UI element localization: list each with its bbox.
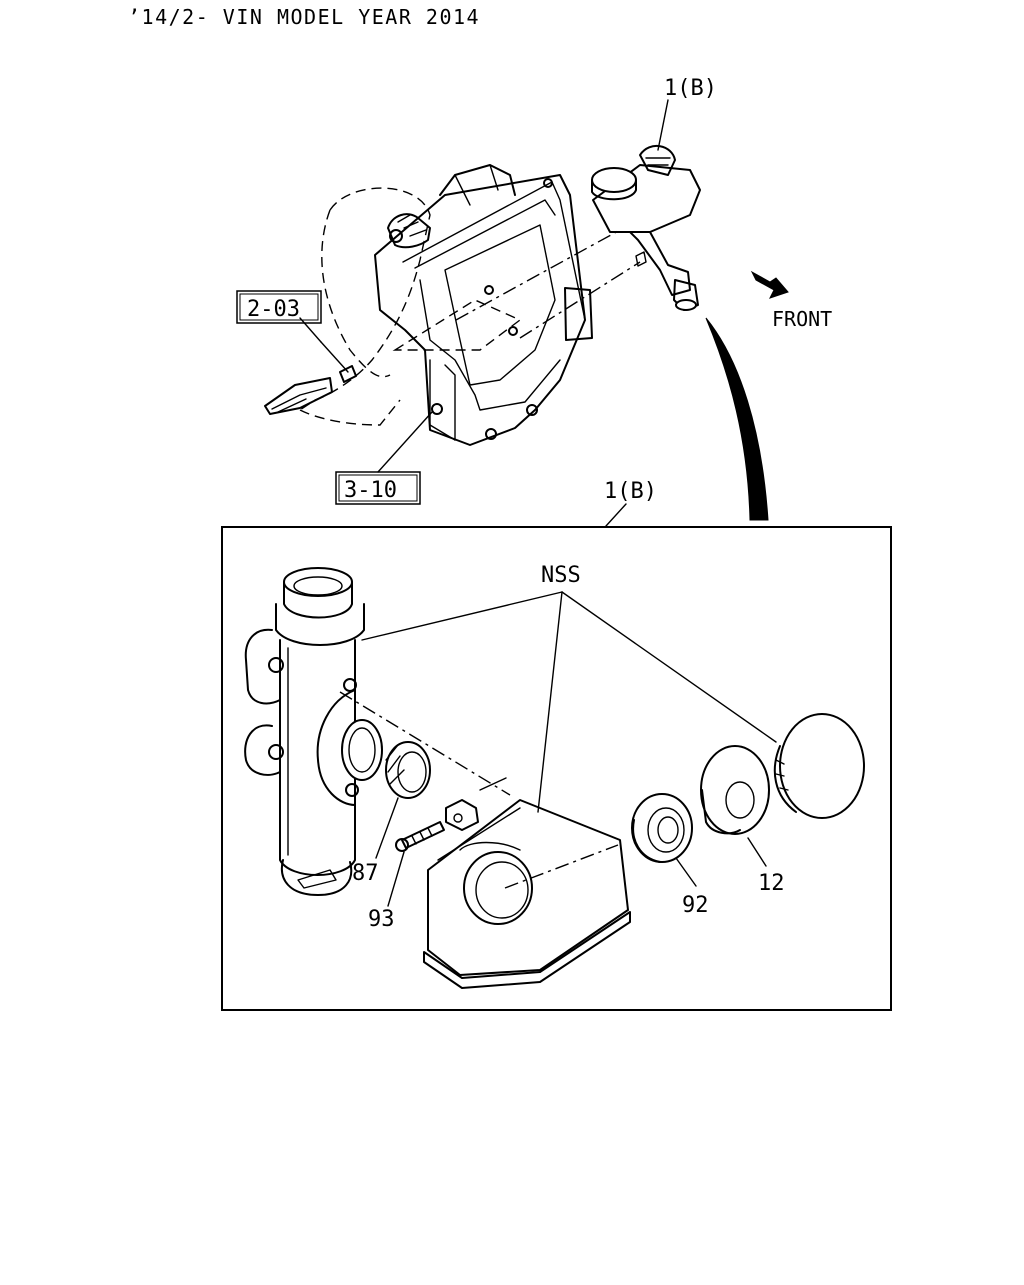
reservoir: [423, 799, 631, 989]
direction-label: FRONT: [772, 307, 832, 331]
part-12-diaphragm: [700, 745, 770, 835]
part-87-plug: [385, 741, 431, 799]
part-92-label: 92: [682, 893, 709, 918]
ref-box-2-03[interactable]: [236, 290, 322, 324]
label-assembly-detail: 1(B): [604, 479, 657, 504]
label-assembly-top: 1(B): [664, 76, 717, 101]
part-93-label: 93: [368, 907, 395, 932]
part-93-bolt: [395, 821, 445, 852]
part-92-seal: [631, 793, 693, 863]
ref-box-3-10-label: 3-10: [344, 478, 397, 503]
part-87-label: 87: [352, 861, 379, 886]
pedal-bracket-assembly: [264, 164, 593, 446]
front-arrow-icon: [750, 270, 789, 299]
ref-box-2-03-label: 2-03: [247, 297, 300, 322]
cylinder-body: [244, 567, 383, 896]
reservoir-cap: [773, 713, 865, 819]
diagram-title: ’14/2- VIN MODEL YEAR 2014: [128, 5, 480, 29]
nss-label: NSS: [541, 563, 581, 588]
detail-frame: [221, 526, 892, 1011]
master-cylinder-top: [455, 145, 701, 339]
part-12-label: 12: [758, 871, 785, 896]
